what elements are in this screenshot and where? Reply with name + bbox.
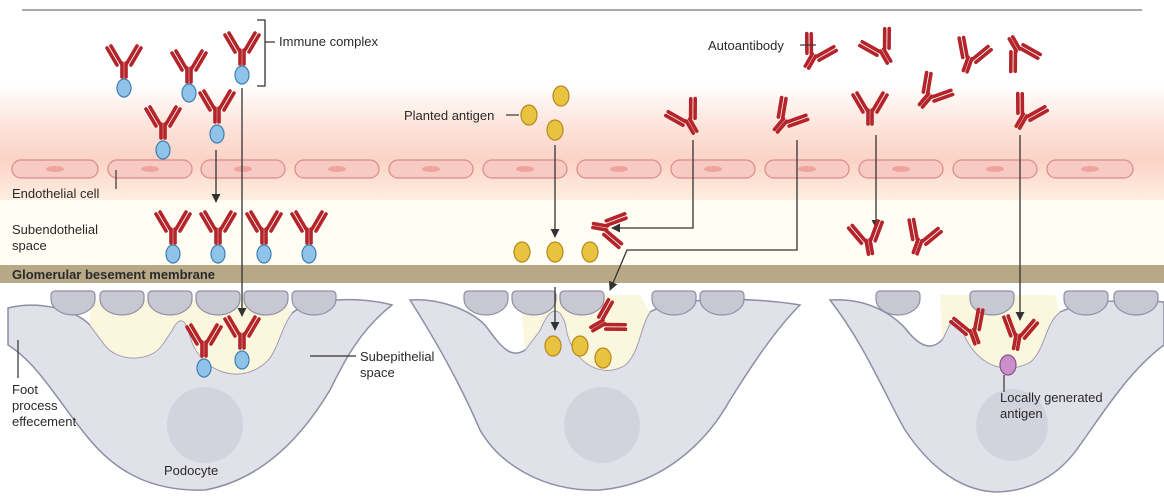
immune-complex-bracket	[257, 19, 275, 87]
antibody	[857, 26, 893, 65]
label-local-antigen-1: Locally generated	[1000, 390, 1103, 405]
glomerular-basement-membrane	[0, 265, 1164, 283]
podocyte-middle	[408, 295, 802, 491]
antibody	[949, 307, 985, 346]
antigen-blue	[256, 244, 272, 264]
antigen-blue	[181, 83, 197, 103]
antigen-blue	[116, 78, 132, 98]
antibody	[154, 210, 192, 245]
gbm-bumps	[50, 290, 1159, 316]
antibody	[917, 70, 955, 109]
antibody	[803, 31, 839, 70]
antibody	[170, 49, 208, 84]
label-foot-1: Foot	[12, 382, 38, 397]
antibody	[1002, 314, 1040, 351]
antigen-blue	[234, 350, 250, 370]
podocyte-right	[828, 295, 1164, 493]
antibody	[1014, 91, 1050, 130]
antigen-yellow	[546, 241, 564, 263]
antibody	[223, 315, 261, 350]
antigen-purple	[999, 354, 1017, 376]
podocyte-left	[7, 298, 394, 491]
label-local-antigen-2: antigen	[1000, 406, 1043, 421]
antibody	[663, 96, 699, 135]
antigen-yellow	[552, 85, 570, 107]
antibody	[851, 91, 889, 126]
leader-lines	[17, 44, 1005, 392]
antigen-yellow	[513, 241, 531, 263]
antigen-blue	[196, 358, 212, 378]
antibody	[144, 105, 182, 140]
label-autoantibody: Autoantibody	[708, 38, 784, 53]
antibody	[957, 35, 993, 74]
label-subendothelial-1: Subendothelial	[12, 222, 98, 237]
antigen-yellow	[546, 119, 564, 141]
antigen-blue	[165, 244, 181, 264]
arrow-autoantibody-to-planted-subendo	[611, 140, 694, 233]
antigen-blue	[209, 124, 225, 144]
antibody	[223, 31, 261, 66]
label-subepithelial-2: space	[360, 365, 395, 380]
antigen-blue	[155, 140, 171, 160]
pathway-arrows	[211, 88, 1025, 331]
antigen-blue	[301, 244, 317, 264]
antibody	[185, 323, 223, 358]
blue-antigens	[116, 65, 317, 378]
antibody	[589, 297, 628, 333]
antibody	[290, 210, 328, 245]
endothelial-band	[0, 85, 1164, 210]
label-immune-complex: Immune complex	[279, 34, 378, 49]
antigen-blue	[234, 65, 250, 85]
antibodies	[105, 26, 1050, 358]
antibody	[245, 210, 283, 245]
purple-antigens	[999, 354, 1017, 376]
antibody	[907, 217, 943, 256]
antibody	[199, 210, 237, 245]
arrow-autoantibody-to-planted-subepi	[609, 140, 798, 291]
antibody	[591, 212, 628, 250]
endothelial-nuclei	[46, 166, 1099, 172]
label-foot-2: process	[12, 398, 58, 413]
antigen-yellow	[581, 241, 599, 263]
endothelial-cells	[11, 159, 1134, 179]
label-foot-3: effecement	[12, 414, 76, 429]
antibody	[772, 95, 810, 134]
label-endothelial-cell: Endothelial cell	[12, 186, 100, 201]
label-subepithelial-1: Subepithelial	[360, 349, 435, 364]
label-subendothelial-2: space	[12, 238, 47, 253]
yellow-antigens	[513, 85, 612, 369]
antigen-yellow	[594, 347, 612, 369]
antibody	[846, 219, 884, 256]
label-podocyte: Podocyte	[164, 463, 218, 478]
antigen-yellow	[571, 335, 589, 357]
antibody	[105, 44, 143, 79]
label-planted-antigen: Planted antigen	[404, 108, 494, 123]
antigen-yellow	[520, 104, 538, 126]
antibody	[198, 89, 236, 124]
antigen-blue	[210, 244, 226, 264]
label-gbm: Glomerular besement membrane	[12, 267, 215, 282]
antigen-yellow	[544, 335, 562, 357]
antibody	[1007, 35, 1043, 74]
